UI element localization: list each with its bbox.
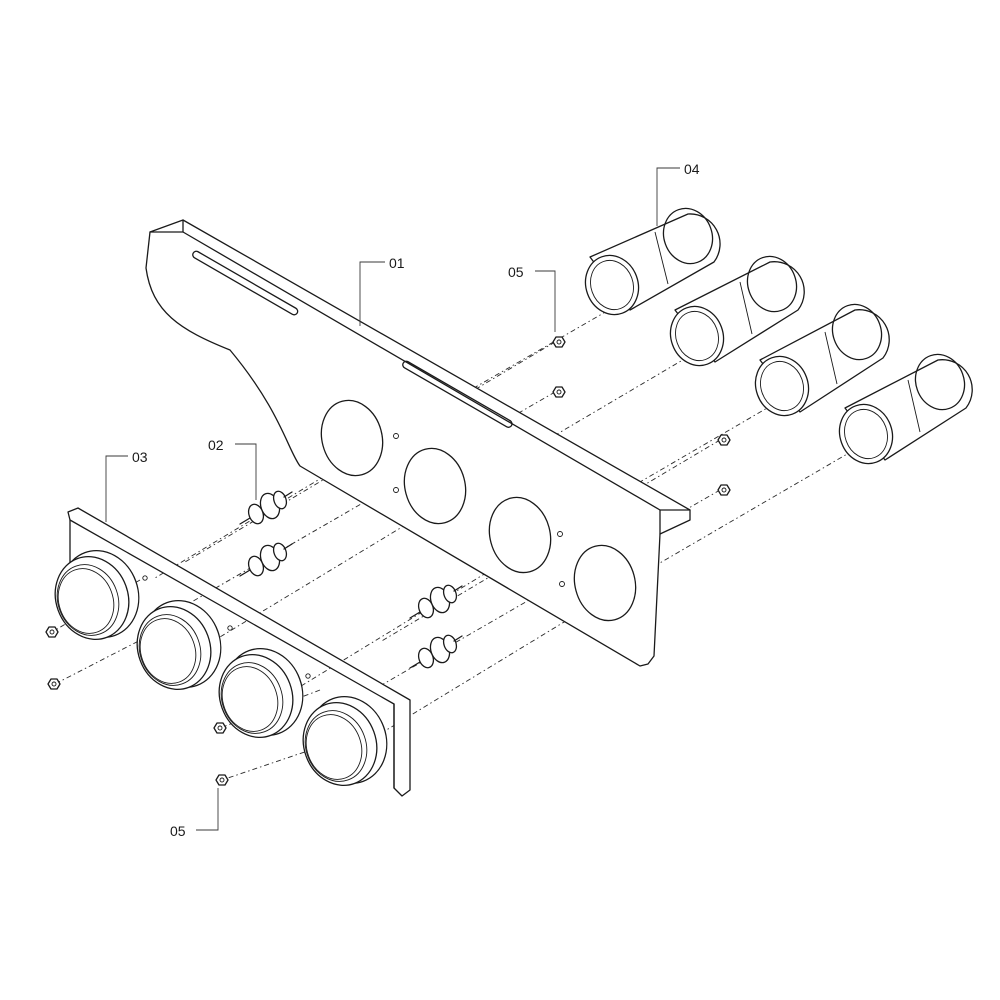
sleeves-04: [584, 207, 973, 465]
callout-label-04: 04: [684, 161, 700, 177]
nuts-05: [45, 336, 731, 786]
collar: [54, 550, 140, 640]
callout-label-01: 01: [389, 255, 405, 271]
collar: [218, 648, 304, 738]
sleeve: [754, 303, 890, 417]
rubber-mounts-02: [239, 490, 463, 669]
rubber-mount: [239, 542, 293, 577]
sleeve: [669, 255, 805, 367]
front-plate-03: [54, 507, 411, 797]
callout-label-02: 02: [208, 437, 224, 453]
nut: [215, 774, 229, 786]
rubber-mount: [409, 584, 463, 619]
nut: [45, 626, 59, 638]
nut: [717, 484, 731, 496]
bracket-plate-01: [145, 219, 691, 667]
callout-label-03: 03: [132, 449, 148, 465]
callout-leaders: [105, 167, 680, 831]
collar: [302, 696, 388, 786]
rubber-mount: [239, 490, 293, 525]
sleeve: [838, 353, 973, 465]
collar: [136, 600, 222, 690]
nut: [552, 336, 566, 348]
callout-label-05-bottom: 05: [170, 823, 186, 839]
rubber-mount: [409, 634, 463, 669]
nut: [552, 386, 566, 398]
nut: [213, 722, 227, 734]
nut: [717, 434, 731, 446]
sleeve: [584, 207, 721, 316]
callout-label-05-top: 05: [508, 264, 524, 280]
nut: [47, 678, 61, 690]
